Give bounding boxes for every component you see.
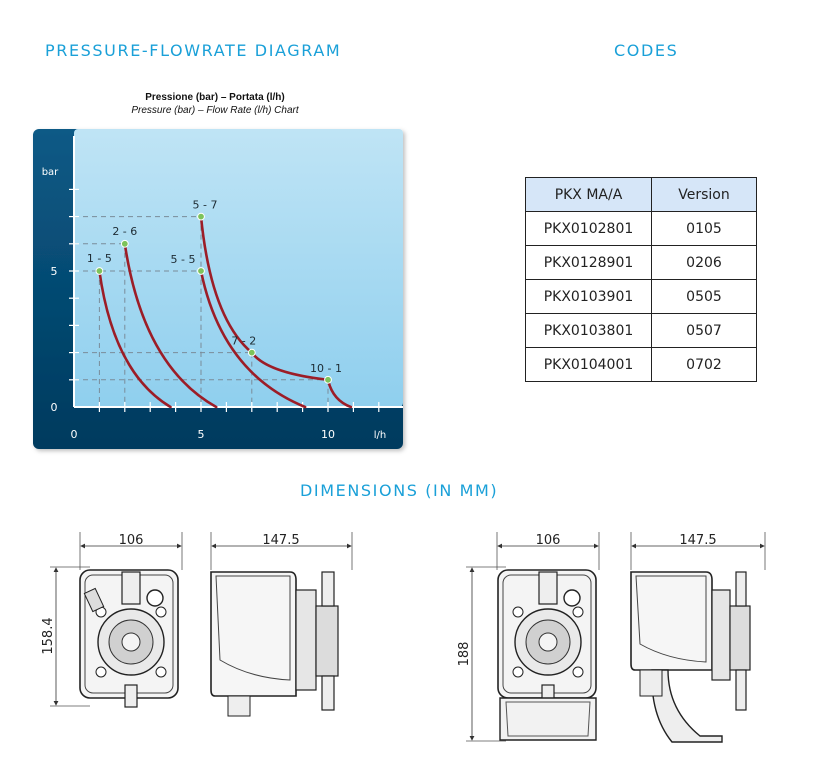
series-curve [199, 269, 307, 409]
height-dim-left: 158.4 [41, 617, 56, 654]
width-dim-right: 106 [536, 533, 561, 548]
chart-subtitle: Pressure (bar) – Flow Rate (l/h) Chart [131, 105, 299, 116]
table-row: PKX0128901 0206 [525, 245, 757, 280]
pump-front-view-left: 106 158.4 [41, 532, 183, 708]
chart-title: Pressione (bar) – Portata (l/h) [145, 92, 285, 103]
dimensions-section-title: DIMENSIONS (IN MM) [300, 481, 499, 500]
width-dim-left: 106 [119, 533, 144, 548]
depth-dim-right: 147.5 [679, 533, 716, 548]
version-cell: 0702 [651, 347, 757, 382]
dimension-drawings: 106 158.4 147.5 106 [41, 532, 766, 743]
series-curve [199, 215, 353, 409]
x-tick-label: 0 [71, 428, 78, 441]
codes-section-title: CODES [614, 41, 679, 60]
height-dim-right: 188 [457, 642, 472, 667]
data-label: 7 - 2 [231, 335, 256, 348]
table-row: PKX0104001 0702 [525, 347, 757, 382]
series-curve [123, 242, 218, 409]
version-cell: 0505 [651, 279, 757, 314]
code-cell: PKX0102801 [525, 211, 652, 246]
depth-dim-left: 147.5 [262, 533, 299, 548]
code-cell: PKX0128901 [525, 245, 652, 280]
y-tick-label: 5 [51, 265, 58, 278]
table-row: PKX0103801 0507 [525, 313, 757, 348]
y-axis-label: bar [42, 167, 59, 178]
pressure-flow-chart: 0 5 10 0 5 l/h bar 1 - 5 2 - 6 5 - 5 5 - 7 7 - 2 10 … [33, 129, 403, 449]
code-cell: PKX0104001 [525, 347, 652, 382]
codes-table: PKX MA/A Version PKX0102801 0105 PKX0128… [525, 177, 757, 382]
pump-side-view-left: 147.5 [210, 532, 353, 717]
data-point [324, 375, 332, 384]
codes-header-version: Version [651, 177, 757, 212]
table-row: PKX0103901 0505 [525, 279, 757, 314]
data-label: 5 - 5 [171, 253, 196, 266]
version-cell: 0206 [651, 245, 757, 280]
x-axis-label: l/h [374, 430, 387, 441]
x-tick-label: 10 [321, 428, 335, 441]
data-point [120, 239, 129, 248]
data-point [95, 267, 104, 275]
codes-header-model: PKX MA/A [525, 177, 652, 212]
code-cell: PKX0103801 [525, 313, 652, 348]
data-point [197, 267, 205, 275]
data-label: 5 - 7 [193, 199, 218, 212]
x-tick-label: 5 [198, 428, 205, 441]
data-point [247, 348, 256, 357]
version-cell: 0105 [651, 211, 757, 246]
codes-header-row: PKX MA/A Version [525, 177, 757, 212]
version-cell: 0507 [651, 313, 757, 348]
data-label: 2 - 6 [112, 225, 137, 238]
data-point [197, 212, 205, 221]
code-cell: PKX0103901 [525, 279, 652, 314]
data-label: 1 - 5 [87, 252, 112, 265]
series-curve [98, 269, 172, 409]
y-tick-label: 0 [51, 401, 58, 414]
diagram-section-title: PRESSURE-FLOWRATE DIAGRAM [45, 41, 342, 60]
table-row: PKX0102801 0105 [525, 211, 757, 246]
data-label: 10 - 1 [310, 362, 342, 375]
pump-side-view-right: 147.5 [630, 532, 766, 743]
pump-front-view-right: 106 188 [457, 532, 600, 742]
